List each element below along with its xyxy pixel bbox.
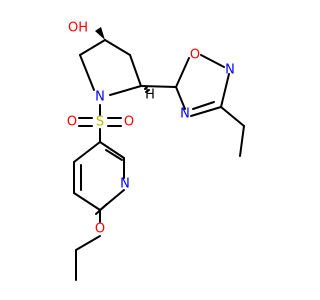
bond-py-double-1 <box>105 149 123 161</box>
bond-oether-ch2 <box>75 235 101 251</box>
bond-c4-c5 <box>104 39 131 56</box>
atom-o-sulfonyl-right: O <box>124 115 134 130</box>
bond-py6-py5 <box>73 192 101 211</box>
atom-h-stereo: H <box>145 88 155 103</box>
bond-py-double-3 <box>95 203 108 215</box>
atom-s: S <box>96 115 104 130</box>
bond-o-n <box>200 54 225 68</box>
molecule-structure: OH N H S O O O N N N O <box>67 21 245 281</box>
bond-oxc3-n <box>190 106 222 117</box>
bond-c4-c3 <box>79 39 106 56</box>
bond-oxc3-double <box>192 101 215 110</box>
bond-ch2-ch3-oxa <box>239 125 245 157</box>
atom-o-ether: O <box>95 222 105 237</box>
bond-n-oxc3 <box>220 73 230 108</box>
sulfonyl-bonds <box>78 117 122 127</box>
atom-o-oxadiazole: O <box>190 48 200 63</box>
hash-1 <box>144 86 148 90</box>
bond-layer <box>73 27 245 281</box>
atom-n-oxadiazole-right: N <box>225 63 235 78</box>
hash-2 <box>145 89 150 93</box>
bond-py1-py2 <box>99 141 125 159</box>
atom-n-pyrrolidine: N <box>95 90 105 105</box>
bond-c2-n1 <box>109 85 142 96</box>
atom-n-pyridine: N <box>120 177 130 192</box>
atom-n-oxadiazole-bottom: N <box>180 107 190 122</box>
bond-c5-c2 <box>129 54 142 87</box>
oh-wedge-bond <box>95 27 105 40</box>
atom-o-sulfonyl-left: O <box>67 115 77 130</box>
atom-oh: OH <box>68 21 88 36</box>
bond-n-oxc5 <box>175 86 186 110</box>
atom-layer: OH N H S O O O N N N O <box>67 21 235 237</box>
bond-oxc3-ch2 <box>220 106 245 127</box>
stereo-hash-bond <box>144 86 150 93</box>
bond-py4-py1 <box>73 141 101 163</box>
bond-c3-n1 <box>79 54 95 91</box>
bond-oxc5-o <box>175 57 190 88</box>
